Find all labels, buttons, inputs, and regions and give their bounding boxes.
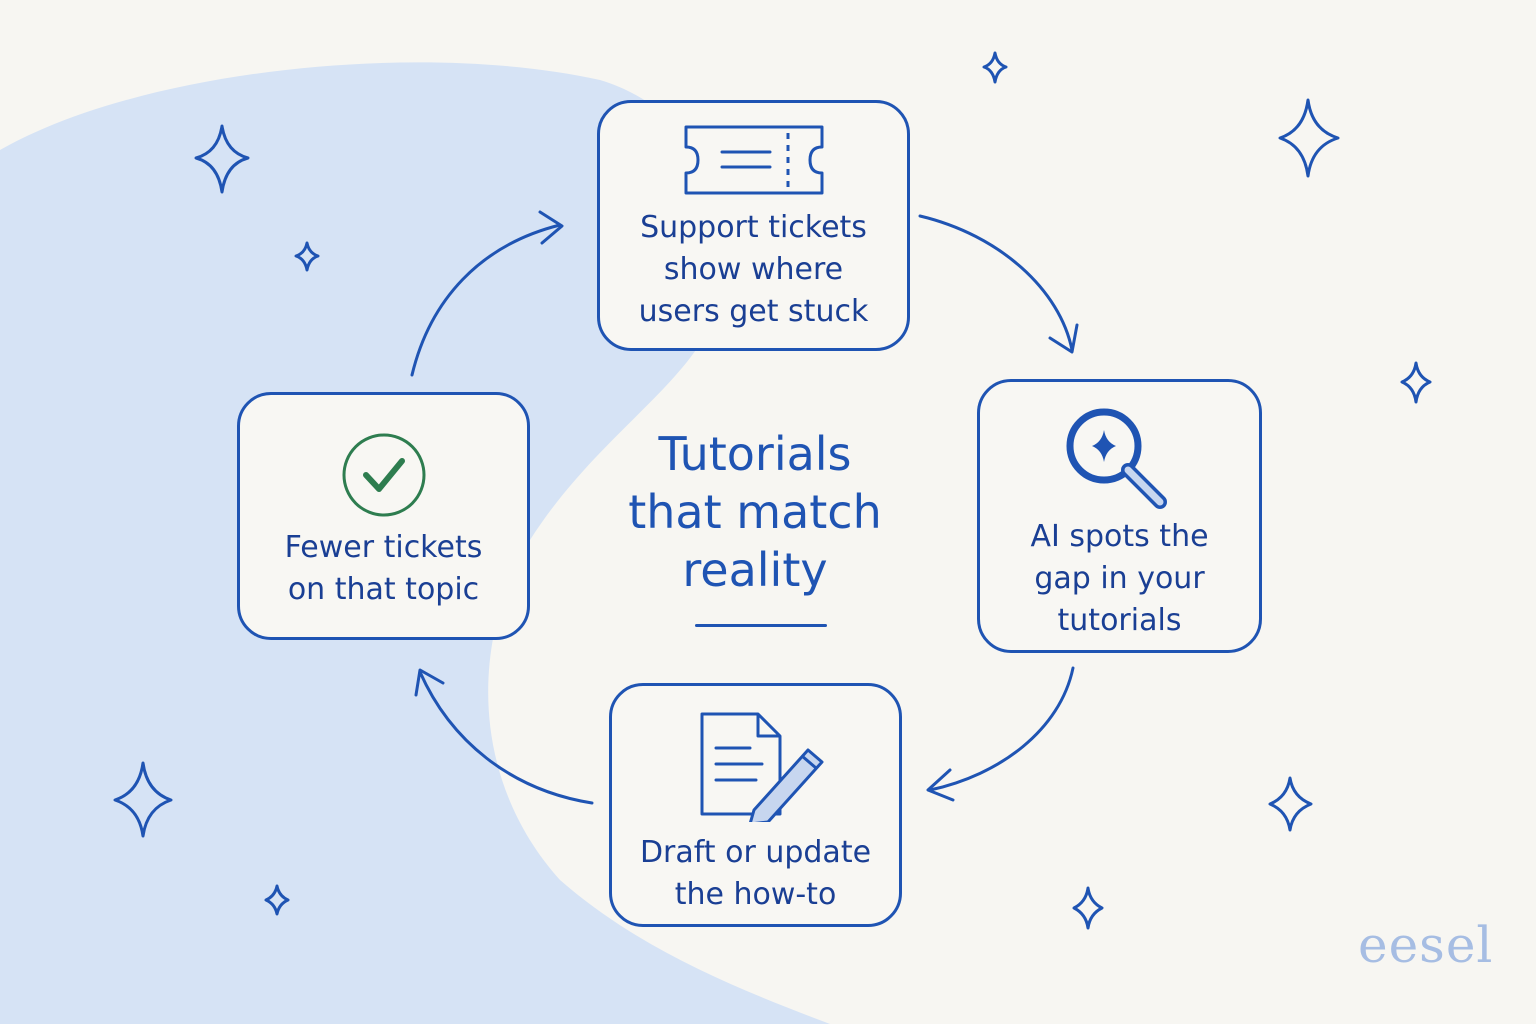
document-pencil-icon xyxy=(700,712,824,822)
brand-logo: eesel xyxy=(1358,916,1494,974)
arrow-to-draft-step xyxy=(928,666,1075,792)
arrow-to-fewer-step xyxy=(418,670,594,805)
check-circle-icon xyxy=(342,433,426,517)
ticket-icon xyxy=(684,125,824,195)
center-title: Tutorials that match reality xyxy=(628,427,882,597)
arrow-head xyxy=(1048,323,1079,354)
step-card-ai-spots-gap: AI spots the gap in your tutorials xyxy=(977,379,1262,653)
step-card-fewer-tickets: Fewer tickets on that topic xyxy=(237,392,530,640)
sparkle-icon xyxy=(1268,776,1313,832)
sparkle-icon xyxy=(294,241,320,272)
arrow-to-ai-step xyxy=(918,214,1074,352)
sparkle-icon xyxy=(113,761,173,838)
arrow-head xyxy=(414,668,445,697)
arrow-head xyxy=(538,210,564,245)
magnifier-sparkle-icon xyxy=(1066,408,1167,509)
sparkle-icon xyxy=(1400,361,1432,404)
step-label: AI spots the gap in your tutorials xyxy=(1030,519,1209,638)
sparkle-icon xyxy=(1072,886,1104,930)
arrow-to-support-step xyxy=(410,223,562,377)
step-card-draft-update: Draft or update the how-to xyxy=(609,683,902,927)
step-card-support-tickets: Support tickets show where users get stu… xyxy=(597,100,910,351)
sparkle-icon xyxy=(264,884,290,916)
sparkle-icon xyxy=(1278,98,1340,178)
step-label: Support tickets show where users get stu… xyxy=(638,210,869,329)
sparkle-icon xyxy=(982,51,1008,84)
title-underline xyxy=(695,624,827,627)
arrow-head xyxy=(926,768,955,802)
sparkle-icon xyxy=(194,124,250,194)
step-label: Draft or update the how-to xyxy=(639,835,872,912)
step-label: Fewer tickets on that topic xyxy=(284,530,483,607)
